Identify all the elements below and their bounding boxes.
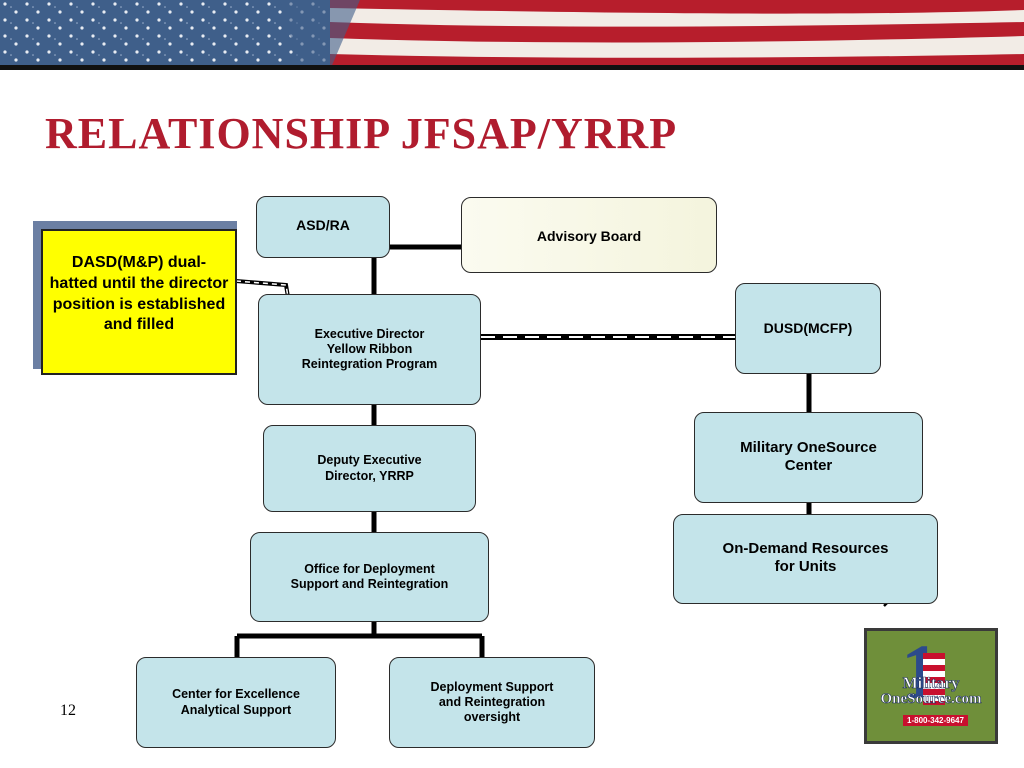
- dual-hatted-note: DASD(M&P) dual-hatted until the director…: [41, 229, 237, 375]
- deployment-support-line3: oversight: [463, 710, 521, 725]
- advisory-board-label: Advisory Board: [536, 228, 642, 244]
- office-deployment-line2: Support and Reintegration: [290, 577, 449, 591]
- box-dusd-mcfp: DUSD(MCFP): [735, 283, 881, 374]
- page-number: 12: [60, 702, 76, 719]
- deputy-director-line2: Director, YRRP: [325, 468, 414, 483]
- dusd-mcfp-label: DUSD(MCFP): [763, 320, 853, 336]
- box-asd-ra: ASD/RA: [256, 196, 390, 258]
- office-deployment-line1: Office for Deployment: [304, 561, 435, 576]
- box-military-onesource-center: Military OneSource Center: [694, 412, 923, 503]
- page-title: RELATIONSHIP JFSAP/YRRP: [45, 109, 678, 158]
- logo-line1: Military: [902, 675, 960, 693]
- center-excellence-line1: Center for Excellence: [172, 687, 300, 702]
- box-advisory-board: Advisory Board: [461, 197, 717, 273]
- box-executive-director: Executive Director Yellow Ribbon Reinteg…: [258, 294, 481, 405]
- logo-line2: OneSource.com: [880, 691, 982, 708]
- executive-director-line3: Reintegration Program: [301, 357, 438, 372]
- on-demand-line2: for Units: [774, 558, 837, 576]
- box-office-deployment: Office for Deployment Support and Reinte…: [250, 532, 489, 622]
- military-onesource-logo: 1 Military OneSource.com 1-800-342-9647: [864, 628, 998, 744]
- box-center-excellence: Center for Excellence Analytical Support: [136, 657, 336, 748]
- executive-director-line1: Executive Director: [314, 326, 425, 341]
- box-on-demand-resources: On-Demand Resources for Units: [673, 514, 938, 604]
- deployment-support-line2: and Reintegration: [438, 694, 546, 709]
- logo-phone: 1-800-342-9647: [903, 715, 968, 726]
- center-excellence-line2: Analytical Support: [180, 702, 292, 717]
- on-demand-line1: On-Demand Resources: [722, 540, 889, 557]
- executive-director-line2: Yellow Ribbon: [326, 341, 413, 356]
- asd-ra-label: ASD/RA: [296, 217, 350, 233]
- onesource-center-line1: Military OneSource: [740, 439, 877, 456]
- logo-flag-stripes-icon: [923, 653, 945, 705]
- box-deputy-executive-director: Deputy Executive Director, YRRP: [263, 425, 476, 512]
- deployment-support-line1: Deployment Support: [430, 679, 554, 694]
- onesource-center-line2: Center: [784, 457, 833, 475]
- box-deployment-support: Deployment Support and Reintegration ove…: [389, 657, 595, 748]
- deputy-director-line1: Deputy Executive: [317, 453, 422, 468]
- flag-banner: [0, 0, 1024, 70]
